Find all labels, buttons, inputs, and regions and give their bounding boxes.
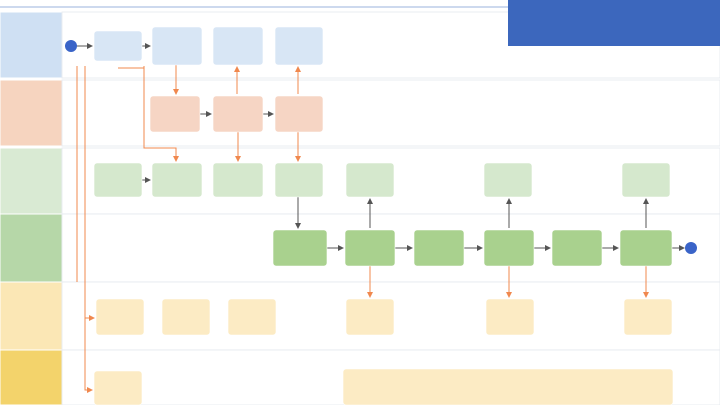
end-node <box>685 242 697 254</box>
process-box-shape <box>485 298 535 336</box>
process-box-shape <box>212 162 264 198</box>
swimlane-header <box>0 281 63 351</box>
connector-arrow <box>84 66 93 393</box>
process-box <box>151 26 203 66</box>
process-box <box>212 162 264 198</box>
process-box-shape <box>274 162 324 198</box>
process-box-shape <box>623 298 673 336</box>
process-box-shape <box>93 30 143 62</box>
process-box-shape <box>227 298 277 336</box>
process-box <box>93 30 143 62</box>
swimlane-header <box>0 147 63 215</box>
process-box <box>551 229 603 267</box>
process-box-shape <box>344 229 396 267</box>
process-box-shape <box>161 298 211 336</box>
process-box <box>149 95 201 133</box>
process-box <box>227 298 277 336</box>
process-box <box>212 26 264 66</box>
process-box-shape <box>551 229 603 267</box>
terminal-nodes <box>65 40 697 254</box>
process-box <box>274 26 324 66</box>
process-box-shape <box>621 162 671 198</box>
swimlane-2 <box>0 79 720 147</box>
process-box <box>483 162 533 198</box>
process-box <box>95 298 145 336</box>
process-box-shape <box>483 229 535 267</box>
process-box <box>619 229 673 267</box>
process-box-shape <box>212 26 264 66</box>
start-node <box>65 40 77 52</box>
process-box-shape <box>342 368 674 405</box>
process-box-shape <box>272 229 328 267</box>
process-box-shape <box>95 298 145 336</box>
process-box <box>621 162 671 198</box>
process-box-shape <box>212 95 264 133</box>
process-box-shape <box>93 162 143 198</box>
process-box <box>342 368 674 405</box>
process-box-shape <box>345 298 395 336</box>
connector-line <box>118 66 145 69</box>
process-box-shape <box>274 26 324 66</box>
process-box <box>413 229 465 267</box>
process-box <box>93 370 143 405</box>
process-box-shape <box>151 162 203 198</box>
process-box <box>345 162 395 198</box>
note-callout <box>508 0 720 46</box>
swimlane-header <box>0 349 63 405</box>
process-box-shape <box>483 162 533 198</box>
process-box <box>93 162 143 198</box>
process-box <box>272 229 328 267</box>
process-box <box>485 298 535 336</box>
process-boxes <box>93 26 674 405</box>
process-box <box>274 95 324 133</box>
process-box-shape <box>345 162 395 198</box>
process-box <box>344 229 396 267</box>
swimlane-header <box>0 79 63 147</box>
swimlane-header <box>0 213 63 283</box>
connector-arrow <box>143 66 179 162</box>
process-box-shape <box>274 95 324 133</box>
process-box-shape <box>151 26 203 66</box>
process-box <box>623 298 673 336</box>
process-box-shape <box>93 370 143 405</box>
process-box <box>274 162 324 198</box>
process-box-shape <box>149 95 201 133</box>
swimlane-header <box>0 11 63 79</box>
process-box-shape <box>413 229 465 267</box>
process-box <box>345 298 395 336</box>
process-box <box>212 95 264 133</box>
process-box <box>483 229 535 267</box>
process-box <box>161 298 211 336</box>
connectors <box>76 43 685 393</box>
note-box <box>508 0 720 46</box>
process-box <box>151 162 203 198</box>
lanes <box>0 11 720 405</box>
process-box-shape <box>619 229 673 267</box>
